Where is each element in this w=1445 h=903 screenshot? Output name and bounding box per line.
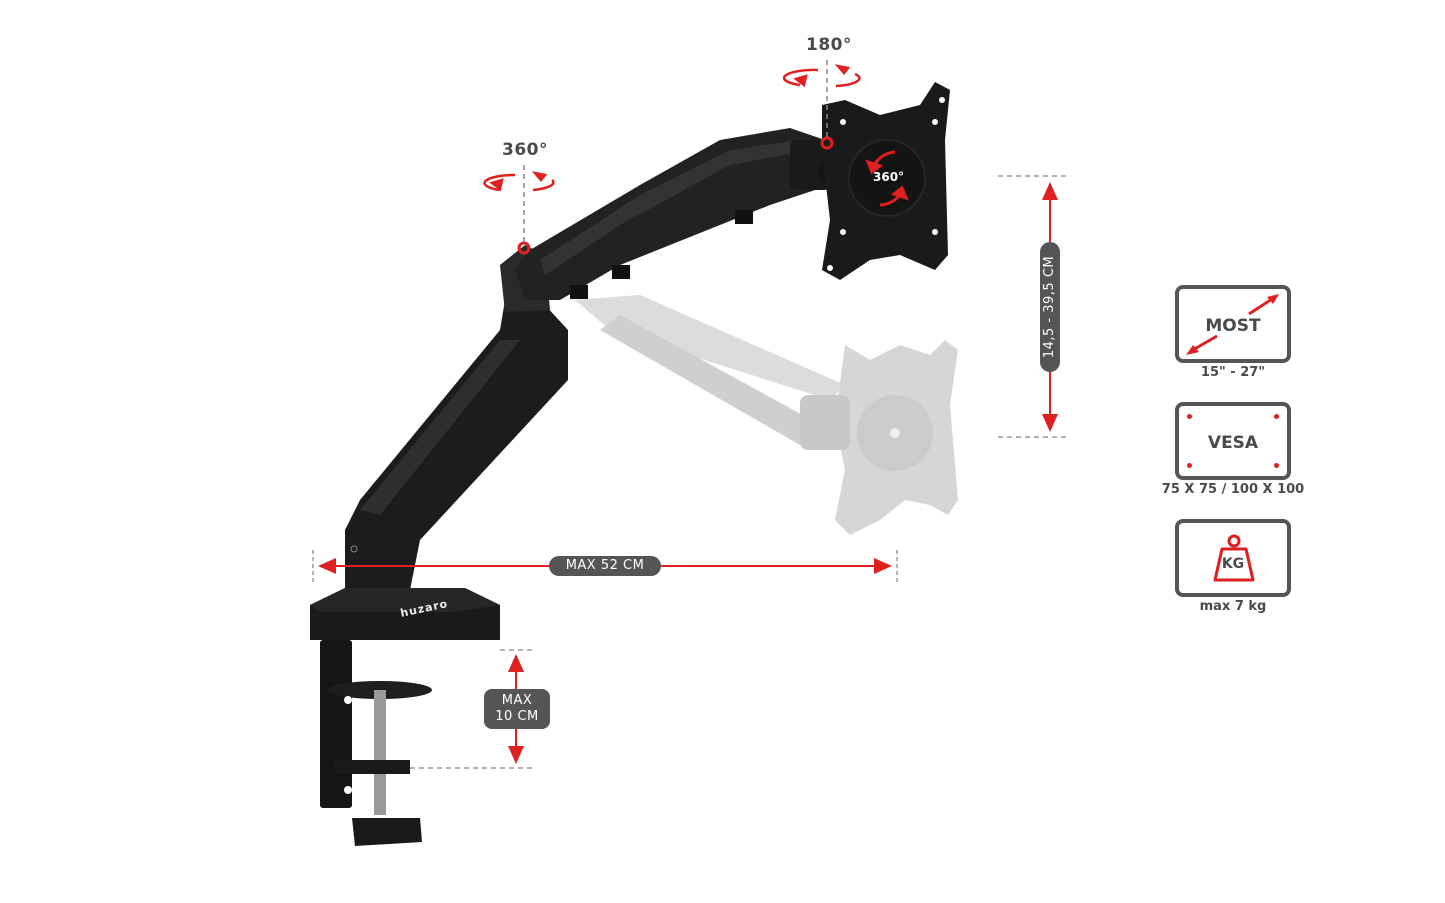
clamp-dimension-label: MAX 10 CM bbox=[484, 689, 550, 729]
plate-rotate-icon bbox=[865, 150, 909, 207]
arm-joint-marker bbox=[517, 241, 531, 255]
tilt-joint-marker bbox=[820, 136, 834, 150]
vesa-hole-icon bbox=[1187, 414, 1192, 419]
height-dimension-pill: 14,5 - 39,5 CM bbox=[1040, 242, 1060, 372]
vesa-hole-icon bbox=[1274, 463, 1279, 468]
vesa-hole-icon bbox=[1274, 414, 1279, 419]
arm-rotate-icon bbox=[483, 171, 555, 192]
height-dimension-label: 14,5 - 39,5 CM bbox=[1042, 255, 1057, 359]
desk-clamp bbox=[320, 640, 432, 846]
tilt-rotation-label: 180° bbox=[806, 35, 852, 55]
clamp-dimension-line1: MAX bbox=[501, 693, 533, 708]
weight-icon bbox=[1213, 534, 1255, 582]
tilt-rotate-icon bbox=[782, 64, 861, 88]
vesa-hole-icon bbox=[1187, 463, 1192, 468]
spec-caption-vesa: 75 X 75 / 100 X 100 bbox=[1161, 482, 1305, 497]
screen-size-icon bbox=[1186, 294, 1279, 355]
spec-caption-weight: max 7 kg bbox=[1199, 599, 1267, 614]
ghost-arm-position bbox=[575, 295, 958, 535]
spec-caption-screen-size: 15" - 27" bbox=[1200, 365, 1266, 380]
spec-title: VESA bbox=[1207, 433, 1259, 453]
spec-title: MOST bbox=[1205, 316, 1261, 336]
upper-arm bbox=[515, 128, 842, 300]
spec-card-vesa: VESA bbox=[1175, 402, 1291, 480]
arm-rotation-label: 360° bbox=[502, 140, 548, 160]
clamp-dimension-line2: 10 CM bbox=[495, 709, 539, 724]
spec-title: KG bbox=[1221, 556, 1245, 572]
reach-dimension-label: MAX 52 CM bbox=[549, 556, 661, 576]
spec-card-screen-size: MOST bbox=[1175, 285, 1291, 363]
plate-rotation-label: 360° bbox=[873, 170, 905, 184]
desk-base bbox=[310, 540, 500, 640]
spec-card-weight: KG bbox=[1175, 519, 1291, 597]
